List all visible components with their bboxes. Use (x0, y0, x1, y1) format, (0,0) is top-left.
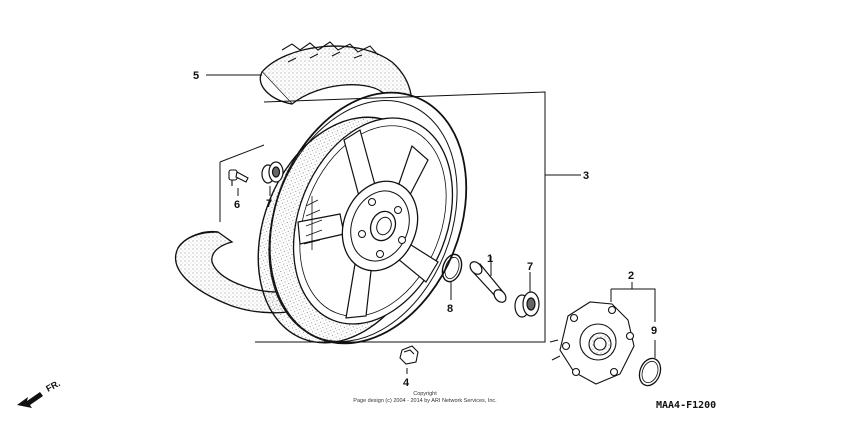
bearing-upper (261, 161, 284, 184)
callout-4: 4 (403, 377, 410, 389)
o-ring (638, 357, 662, 387)
oil-seal (441, 253, 463, 283)
wheel (257, 91, 468, 345)
nut (399, 345, 419, 365)
front-direction-arrow (17, 392, 43, 408)
callout-5: 5 (193, 70, 199, 82)
callout-1: 1 (487, 253, 493, 265)
bearing-lower (514, 291, 540, 318)
driven-flange (549, 301, 635, 385)
callout-2: 2 (628, 270, 634, 282)
diagram-code: MAA4-F1200 (656, 400, 716, 411)
front-direction-label: FR. (44, 378, 61, 394)
callout-7-upper: 7 (266, 198, 272, 210)
tire (175, 41, 413, 314)
callout-7-lower: 7 (527, 261, 533, 273)
callout-3: 3 (583, 170, 589, 182)
collar (469, 261, 507, 303)
copyright-label: Copyright (413, 391, 437, 397)
valve-stem (228, 169, 249, 186)
callout-8: 8 (447, 303, 453, 315)
callout-6: 6 (234, 199, 240, 211)
callout-9: 9 (651, 325, 657, 337)
page-design-credit: Page design (c) 2004 - 2014 by ARI Netwo… (353, 398, 497, 404)
leader-lines (206, 74, 656, 374)
